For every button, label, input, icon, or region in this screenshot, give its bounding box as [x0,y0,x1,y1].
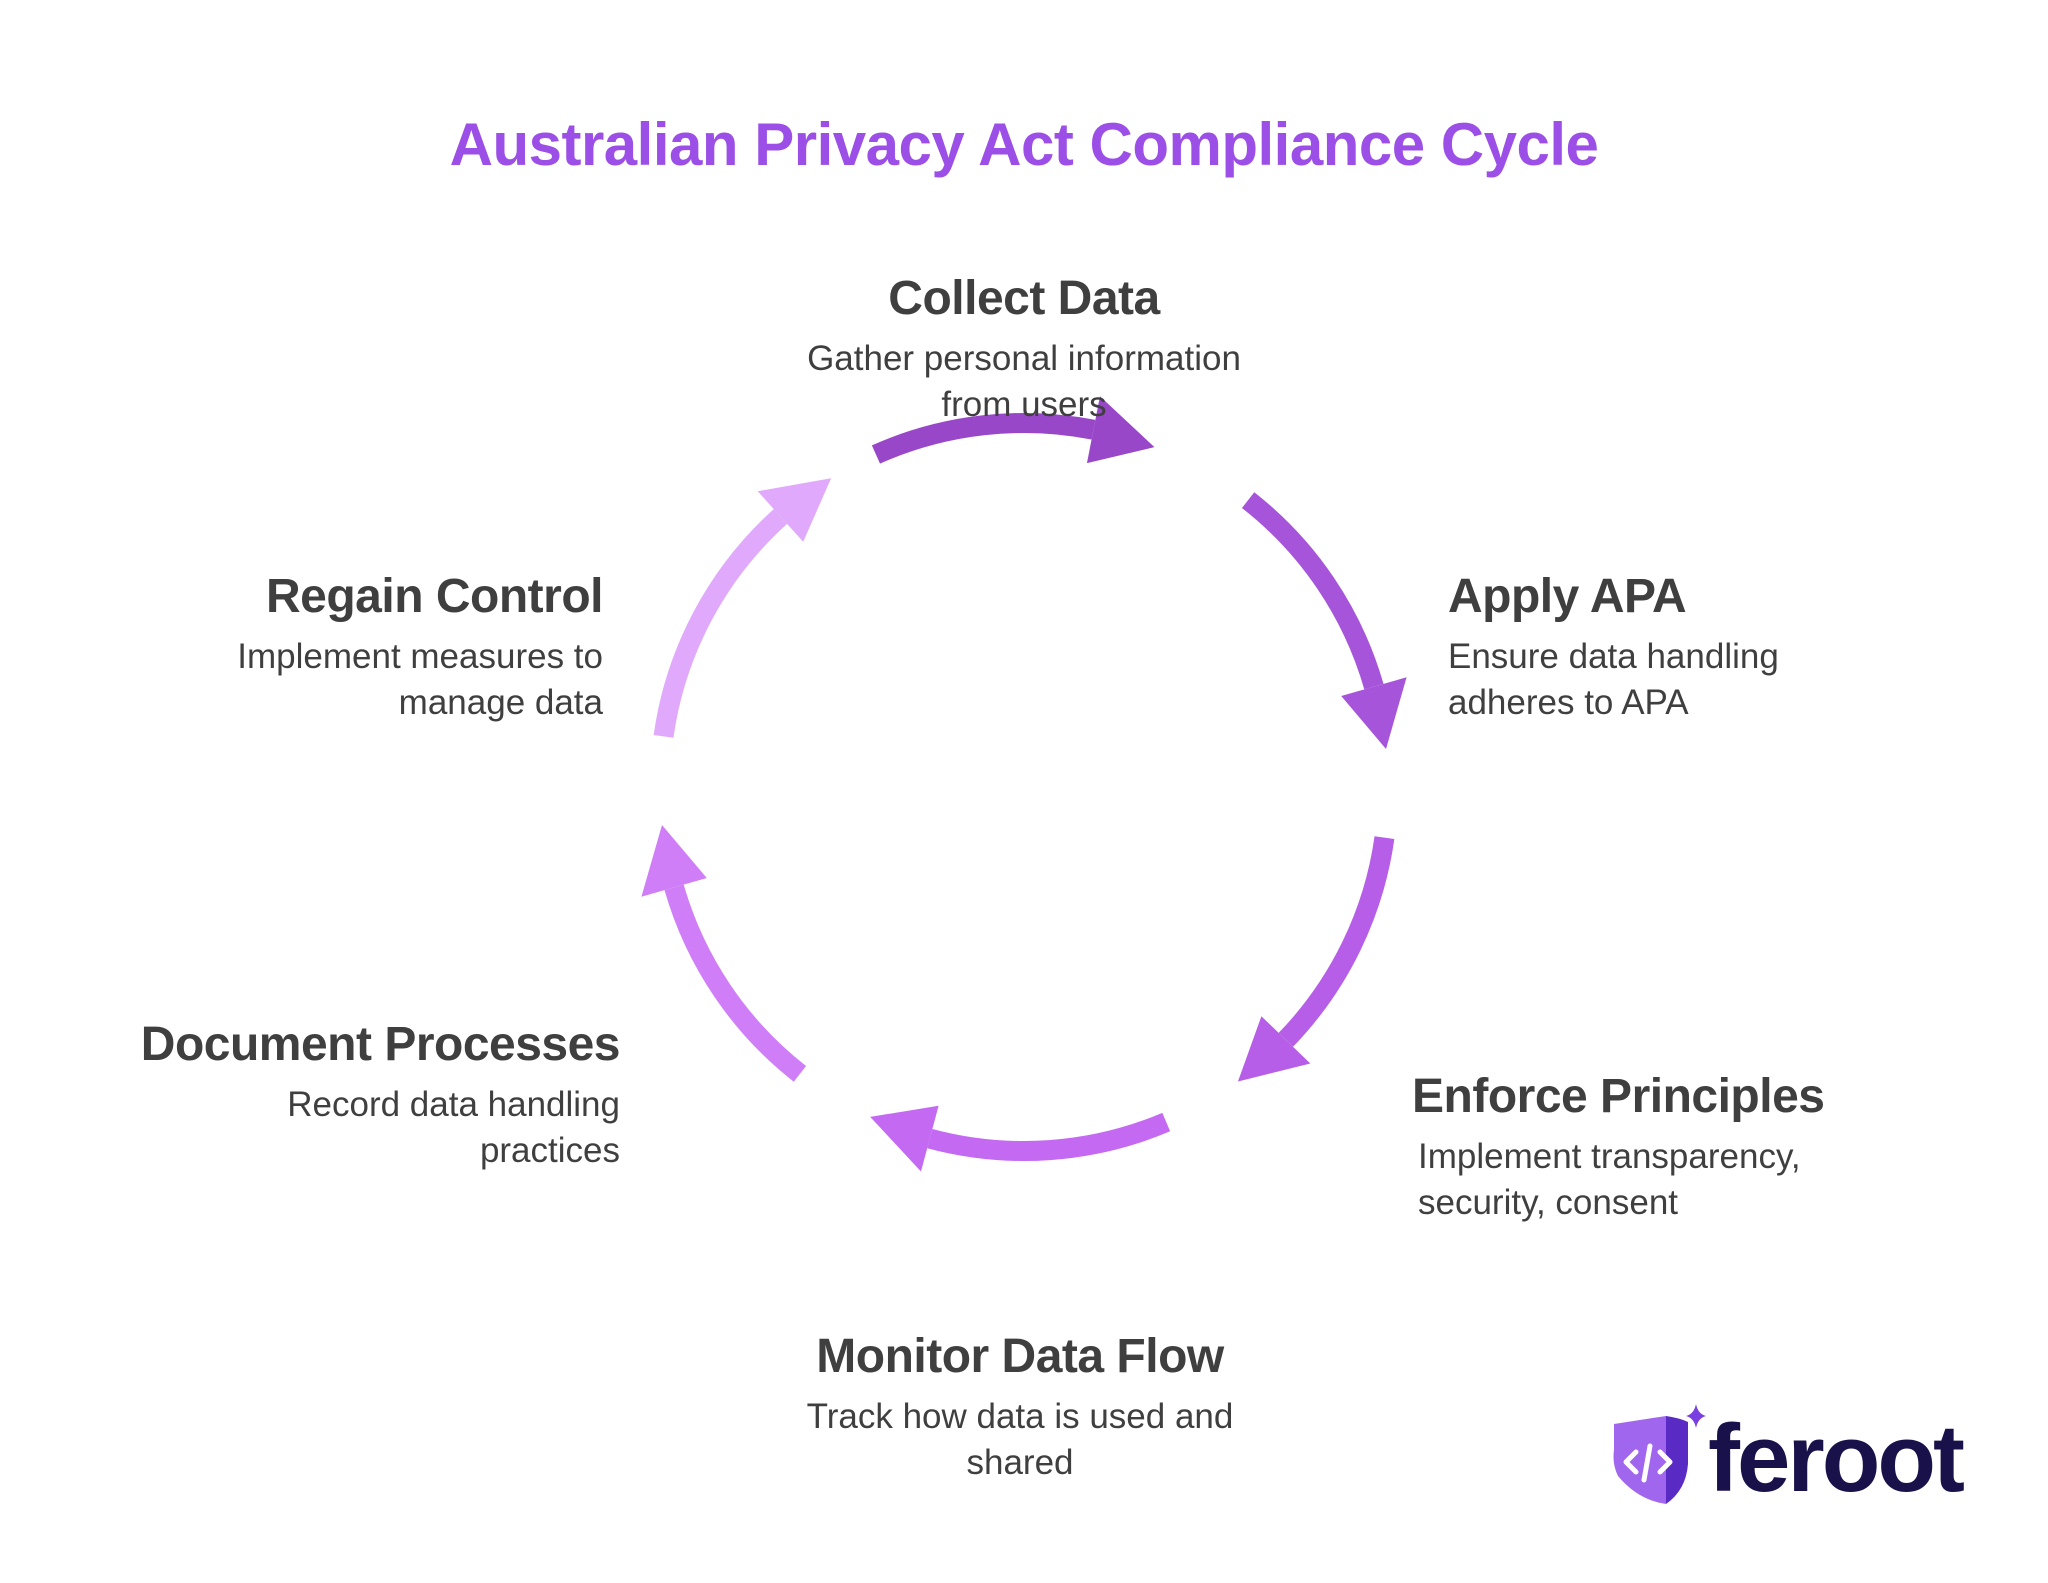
arrow-enforce-shaft [1278,836,1395,1047]
arrow-regain-head [757,478,832,542]
step-document-processes: Document Processes Record data handling … [140,1018,621,1174]
code-left-bracket [1623,1449,1639,1475]
step-description: Ensure data handling adheres to APA [1448,637,1779,722]
step-heading: Collect Data [888,272,1160,325]
step-description: Implement transparency, security, consen… [1418,1137,1801,1222]
arrow-document-shaft [664,884,807,1082]
step-description: Record data handling practices [287,1085,620,1170]
arrow-collect-head [1086,396,1155,464]
step-description: Track how data is used and shared [806,1397,1234,1482]
step-regain-control: Regain Control Implement measures to man… [140,570,603,726]
step-heading: Enforce Principles [1412,1070,1825,1123]
step-monitor-data-flow: Monitor Data Flow Track how data is used… [760,1330,1280,1486]
sparkle-icon [1686,1404,1706,1428]
feroot-logo: feroot [1608,1404,1968,1524]
step-enforce-principles: Enforce Principles Implement transparenc… [1412,1070,1872,1226]
logo-wordmark: feroot [1708,1405,1965,1512]
code-slash [1641,1443,1653,1483]
step-description: Gather personal information from users [807,339,1241,424]
arrow-apply-shaft [1241,492,1384,690]
step-collect-data: Collect Data Gather personal information… [774,272,1274,428]
arrow-collect-shaft [871,413,1096,464]
step-apply-apa: Apply APA Ensure data handling adheres t… [1448,570,1908,726]
arrow-regain-shaft [653,509,788,738]
step-description: Implement measures to manage data [237,637,603,722]
arrow-monitor-head [870,1105,939,1172]
cycle-arrows [641,396,1407,1172]
arrow-enforce-head [1237,1016,1311,1082]
step-heading: Document Processes [140,1018,621,1071]
step-heading: Regain Control [266,570,604,623]
page-title: Australian Privacy Act Compliance Cycle [449,111,1599,178]
shield-right [1666,1416,1688,1504]
code-right-bracket [1657,1449,1673,1475]
shield-icon [1613,1404,1706,1504]
arrow-apply-head [1341,677,1407,749]
step-heading: Monitor Data Flow [816,1330,1224,1383]
shield-body [1613,1416,1666,1504]
step-heading: Apply APA [1448,570,1687,623]
arrow-monitor-shaft [927,1112,1171,1161]
arrow-document-head [641,825,707,897]
